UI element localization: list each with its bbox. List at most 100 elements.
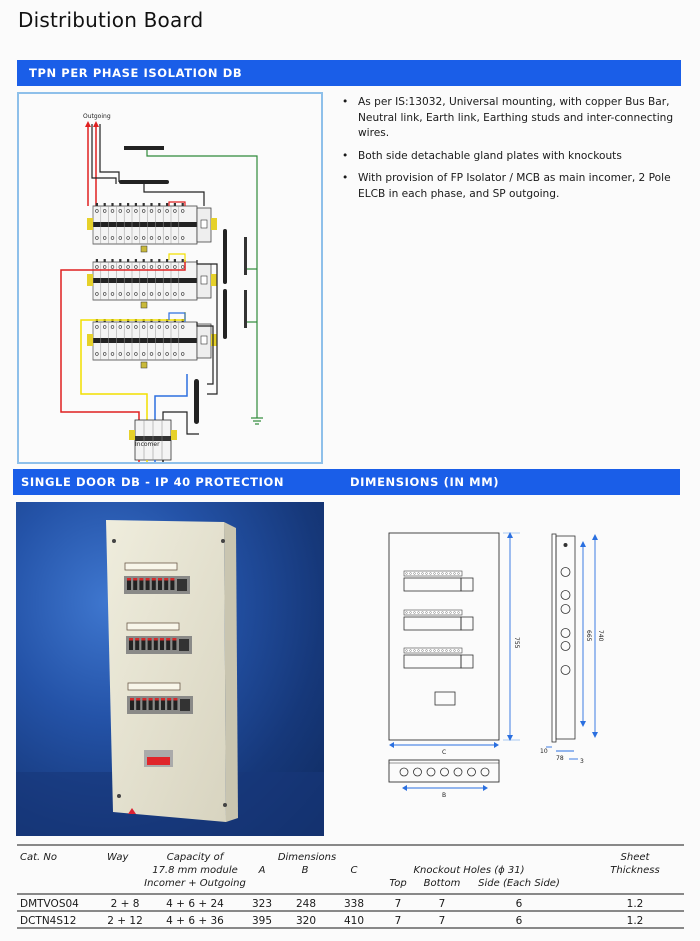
cell-top: 7	[394, 915, 402, 927]
wiring-diagram-svg: Outgoing	[60, 113, 263, 462]
wiring-diagram: Outgoing	[17, 92, 323, 464]
header-dim-b: B	[301, 865, 309, 876]
section-heading-tpn: TPN PER PHASE ISOLATION DB	[17, 60, 681, 86]
knockout-hole	[413, 767, 422, 777]
cell-cat-no: DMTVOS04	[20, 898, 79, 910]
mcb-row	[87, 319, 217, 369]
section-heading-right: DIMENSIONS (IN MM)	[350, 475, 500, 489]
incomer-isolator	[129, 419, 177, 461]
cell-way: 2 + 12	[107, 915, 143, 927]
cell-way: 2 + 8	[110, 898, 140, 910]
photo-mcb-row	[126, 622, 192, 654]
knockout-hole	[560, 665, 571, 675]
dim-c: C	[442, 749, 446, 756]
header-knockout: Knockout Holes (ϕ 31)	[413, 865, 525, 876]
header-dim-c: C	[350, 865, 358, 876]
blue-phase-wire	[154, 374, 188, 421]
table-row: DMTVOS04 2 + 8 4 + 6 + 24 323 248 338 7 …	[17, 897, 684, 912]
photo-mcb-row	[124, 562, 190, 594]
knockout-hole	[480, 767, 490, 777]
neutral-link-1	[223, 229, 227, 284]
isolator-cutout	[434, 691, 456, 706]
knockout-hole	[560, 628, 571, 638]
feature-item: •With provision of FP Isolator / MCB as …	[342, 172, 671, 200]
mcb-row	[87, 259, 217, 309]
neutral-stud	[140, 301, 148, 309]
front-mcb-row	[403, 647, 474, 669]
neutral-stud	[140, 361, 148, 369]
db-side-panel	[224, 522, 238, 822]
cell-capacity: 4 + 6 + 36	[166, 915, 224, 927]
knockout-hole	[426, 767, 436, 777]
knockout-hole	[399, 767, 409, 777]
header-sheet-2: Thickness	[610, 865, 660, 876]
knockout-hole	[560, 567, 571, 577]
side-view	[555, 535, 576, 740]
knockout-hole	[467, 767, 476, 777]
header-ko-bottom: Bottom	[423, 878, 461, 889]
cell-bottom: 7	[438, 915, 446, 927]
section-heading-text: TPN PER PHASE ISOLATION DB	[29, 66, 243, 80]
header-dim-a: A	[258, 865, 266, 876]
header-ko-top: Top	[389, 878, 407, 889]
knockout-hole	[453, 767, 463, 777]
header-capacity-1: Capacity of	[166, 852, 224, 863]
section-heading-single-door: SINGLE DOOR DB - IP 40 PROTECTION DIMENS…	[13, 469, 680, 495]
cell-a: 395	[251, 915, 273, 927]
feature-item: •Both side detachable gland plates with …	[342, 149, 622, 162]
photo-mcb-row	[127, 682, 193, 714]
earth-link-2	[244, 290, 247, 328]
cell-a: 323	[251, 898, 273, 910]
dim-740: 740	[597, 630, 604, 642]
section-heading-left: SINGLE DOOR DB - IP 40 PROTECTION	[21, 475, 285, 489]
page-title: Distribution Board	[18, 8, 204, 32]
incomer-label: Incomer	[135, 441, 160, 448]
dim-665: 665	[585, 630, 592, 642]
table-row: DCTN4S12 2 + 12 4 + 6 + 36 395 320 410 7…	[17, 914, 684, 929]
knockout-hole	[440, 767, 449, 777]
front-mcb-row	[403, 609, 474, 631]
header-capacity-2: 17.8 mm module	[152, 865, 238, 876]
cell-b: 320	[295, 915, 317, 927]
header-ko-side: Side (Each Side)	[478, 878, 560, 889]
earth-bar	[124, 146, 164, 150]
cell-thickness: 1.2	[626, 898, 644, 910]
header-way: Way	[107, 852, 129, 863]
table-header: Cat. No Way Capacity of 17.8 mm module I…	[17, 844, 684, 895]
header-sheet-1: Sheet	[620, 852, 650, 863]
cell-bottom: 7	[438, 898, 446, 910]
feature-list: •As per IS:13032, Universal mounting, wi…	[340, 95, 685, 209]
cell-c: 410	[343, 915, 365, 927]
product-photo	[16, 502, 324, 836]
dim-3: 3	[580, 758, 584, 765]
front-view	[388, 532, 500, 741]
earth-link-1	[244, 237, 247, 275]
neutral-bar	[119, 180, 169, 184]
header-capacity-3: Incomer + Outgoing	[144, 878, 246, 889]
cell-side: 6	[515, 915, 523, 927]
cell-c: 338	[343, 898, 365, 910]
bottom-view	[388, 759, 500, 783]
earth-symbol	[251, 417, 263, 425]
red-phase-wire	[60, 260, 186, 421]
cell-top: 7	[394, 898, 402, 910]
cell-cat-no: DCTN4S12	[20, 915, 77, 927]
neutral-link-2	[223, 289, 227, 339]
mcb-row	[87, 203, 217, 253]
neutral-link-incomer	[194, 379, 199, 424]
cell-b: 248	[295, 898, 317, 910]
side-view-flange	[551, 533, 557, 743]
dim-10: 10	[540, 748, 548, 755]
cell-thickness: 1.2	[626, 915, 644, 927]
knockout-hole	[560, 590, 571, 600]
dim-78: 78	[556, 755, 564, 762]
cell-capacity: 4 + 6 + 24	[166, 898, 224, 910]
dim-b: B	[442, 792, 446, 799]
header-cat-no: Cat. No	[20, 852, 57, 863]
header-dimensions: Dimensions	[277, 852, 337, 863]
neutral-stud	[140, 245, 148, 253]
knockout-hole	[560, 641, 571, 651]
outgoing-arrows	[85, 121, 120, 206]
db-front-panel	[106, 520, 226, 822]
cell-side: 6	[515, 898, 523, 910]
